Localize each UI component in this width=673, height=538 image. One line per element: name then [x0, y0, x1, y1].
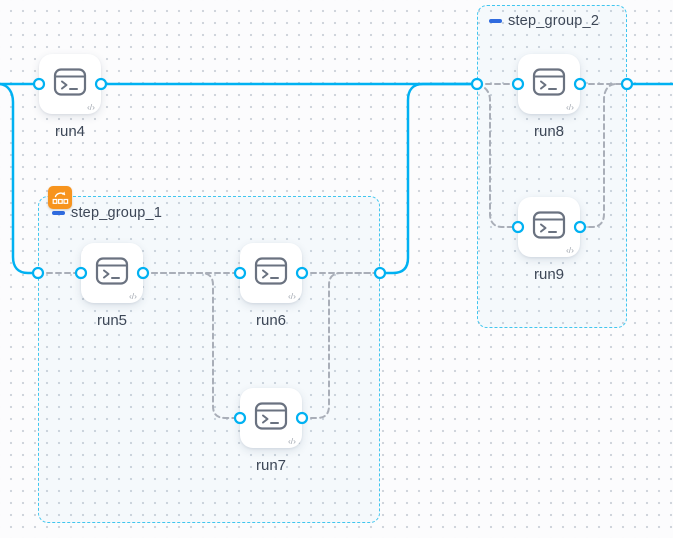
port-run9-in[interactable]	[511, 220, 525, 234]
node-label-run6: run6	[255, 312, 287, 329]
edge-flowin-group1[interactable]	[0, 82, 40, 275]
loop-badge-icon	[48, 186, 72, 209]
port-group1-in[interactable]	[31, 266, 45, 280]
edge-group1-group2[interactable]	[378, 82, 479, 275]
port-run6-in[interactable]	[233, 266, 247, 280]
group-header-step_group_2: step_group_2	[489, 13, 599, 29]
code-icon: ‹/›	[565, 102, 574, 112]
group-step_group_2[interactable]	[477, 5, 627, 328]
node-run5[interactable]: ‹/›	[81, 243, 143, 303]
group-header-step_group_1: step_group_1	[52, 205, 162, 221]
code-icon: ‹/›	[128, 291, 137, 301]
node-label-run7: run7	[255, 457, 287, 474]
code-icon: ‹/›	[287, 436, 296, 446]
edge-run5-run7[interactable]	[142, 272, 241, 419]
code-icon: ‹/›	[287, 291, 296, 301]
node-label-run9: run9	[533, 266, 565, 283]
collapse-group-1-button[interactable]	[52, 211, 65, 215]
code-icon: ‹/›	[86, 102, 95, 112]
port-run6-out[interactable]	[295, 266, 309, 280]
port-run8-in[interactable]	[511, 77, 525, 91]
port-group1-out[interactable]	[373, 266, 387, 280]
terminal-icon	[254, 256, 288, 291]
node-label-run8: run8	[533, 123, 565, 140]
edge-group2in-run9[interactable]	[476, 83, 519, 228]
terminal-icon	[53, 67, 87, 102]
collapse-group-2-button[interactable]	[489, 19, 502, 23]
port-run5-out[interactable]	[136, 266, 150, 280]
port-run4-in[interactable]	[32, 77, 46, 91]
terminal-icon	[532, 67, 566, 102]
terminal-icon	[254, 401, 288, 436]
port-run7-out[interactable]	[295, 411, 309, 425]
edge-run9-group2out[interactable]	[579, 83, 628, 228]
port-run7-in[interactable]	[233, 411, 247, 425]
node-run9[interactable]: ‹/›	[518, 197, 580, 257]
port-group2-in[interactable]	[470, 77, 484, 91]
port-group2-out[interactable]	[620, 77, 634, 91]
code-icon: ‹/›	[565, 245, 574, 255]
edge-run7-group1out[interactable]	[301, 272, 381, 419]
port-run5-in[interactable]	[74, 266, 88, 280]
group-label-step_group_1: step_group_1	[71, 205, 163, 221]
node-run8[interactable]: ‹/›	[518, 54, 580, 114]
group-label-step_group_2: step_group_2	[508, 13, 600, 29]
port-run4-out[interactable]	[94, 77, 108, 91]
terminal-icon	[532, 210, 566, 245]
port-run9-out[interactable]	[573, 220, 587, 234]
node-run4[interactable]: ‹/›	[39, 54, 101, 114]
node-run6[interactable]: ‹/›	[240, 243, 302, 303]
port-run8-out[interactable]	[573, 77, 587, 91]
node-label-run4: run4	[54, 123, 86, 140]
terminal-icon	[95, 256, 129, 291]
node-run7[interactable]: ‹/›	[240, 388, 302, 448]
node-label-run5: run5	[96, 312, 128, 329]
